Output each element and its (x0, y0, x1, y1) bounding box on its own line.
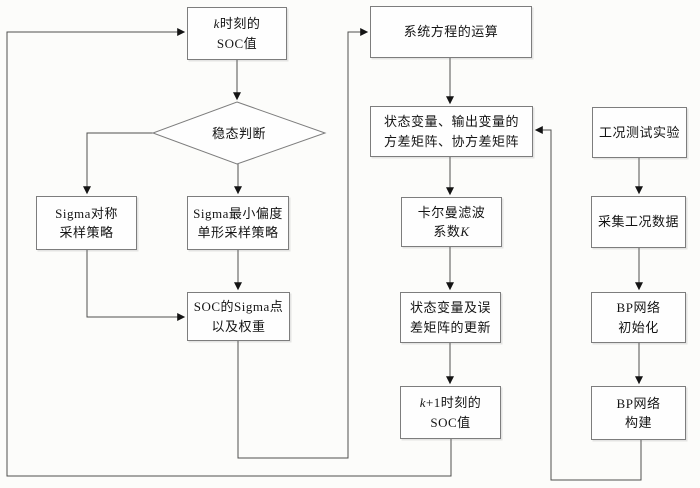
node-label: Sigma对称 (55, 205, 118, 221)
node-label: SOC值 (216, 35, 258, 51)
node-kalman-gain-k: 卡尔曼滤波 系数K (401, 197, 502, 247)
node-soc-time-k: k时刻的 SOC值 (187, 7, 287, 60)
node-label: 差矩阵的更新 (409, 319, 491, 335)
node-label: 状态变量、输出变量的 (383, 114, 519, 129)
node-label: 初始化 (618, 319, 659, 335)
node-soc-time-k-plus-1: k+1时刻的 SOC值 (400, 386, 501, 439)
node-steady-state-judgment: 稳态判断 (211, 126, 266, 141)
node-label: 工况测试实验 (598, 124, 680, 140)
node-label: 方差矩阵、协方差矩阵 (383, 133, 519, 149)
node-label: 采样策略 (59, 225, 114, 240)
node-label: 单形采样策略 (197, 225, 279, 240)
node-label: 系统方程的运算 (403, 24, 499, 40)
node-bp-network-init: BP网络 初始化 (591, 292, 686, 343)
node-label: BP网络 (616, 395, 661, 411)
node-label: 构建 (624, 415, 652, 430)
node-label: SOC的Sigma点 (193, 299, 284, 314)
connector-sigma-points-to-system (237, 28, 369, 459)
node-label: 状态变量及误 (409, 300, 491, 315)
steady-state-diamond (151, 101, 327, 165)
node-label: Sigma最小偏度 (193, 205, 283, 221)
node-bp-network-build: BP网络 构建 (591, 386, 686, 440)
node-collect-condition-data: 采集工况数据 (591, 196, 686, 248)
node-label: BP网络 (616, 300, 661, 315)
node-variance-covariance-matrix: 状态变量、输出变量的 方差矩阵、协方差矩阵 (370, 106, 533, 157)
node-label: 系数K (433, 224, 470, 239)
node-label: 采集工况数据 (597, 214, 679, 230)
node-soc-sigma-points-weights: SOC的Sigma点 以及权重 (187, 292, 290, 341)
node-operating-condition-test: 工况测试实验 (592, 107, 687, 158)
node-label: 卡尔曼滤波 (417, 204, 486, 220)
node-label: 以及权重 (211, 318, 266, 334)
node-state-error-matrix-update: 状态变量及误 差矩阵的更新 (400, 292, 501, 343)
node-label: SOC值 (430, 414, 471, 430)
node-label: k时刻的 (213, 16, 261, 31)
node-label: k+1时刻的 (419, 395, 482, 410)
connector-socK1-feedback-to-socK (6, 28, 452, 477)
connector-symmetric-to-sigma-points (86, 250, 186, 321)
node-sigma-minimal-skew-sampling: Sigma最小偏度 单形采样策略 (187, 196, 289, 250)
connector-steady-to-sigma-symmetric (83, 132, 153, 195)
connector-bpbuild-to-variance (534, 126, 642, 481)
node-system-equation: 系统方程的运算 (370, 6, 532, 58)
node-sigma-symmetric-sampling: Sigma对称 采样策略 (36, 196, 137, 250)
